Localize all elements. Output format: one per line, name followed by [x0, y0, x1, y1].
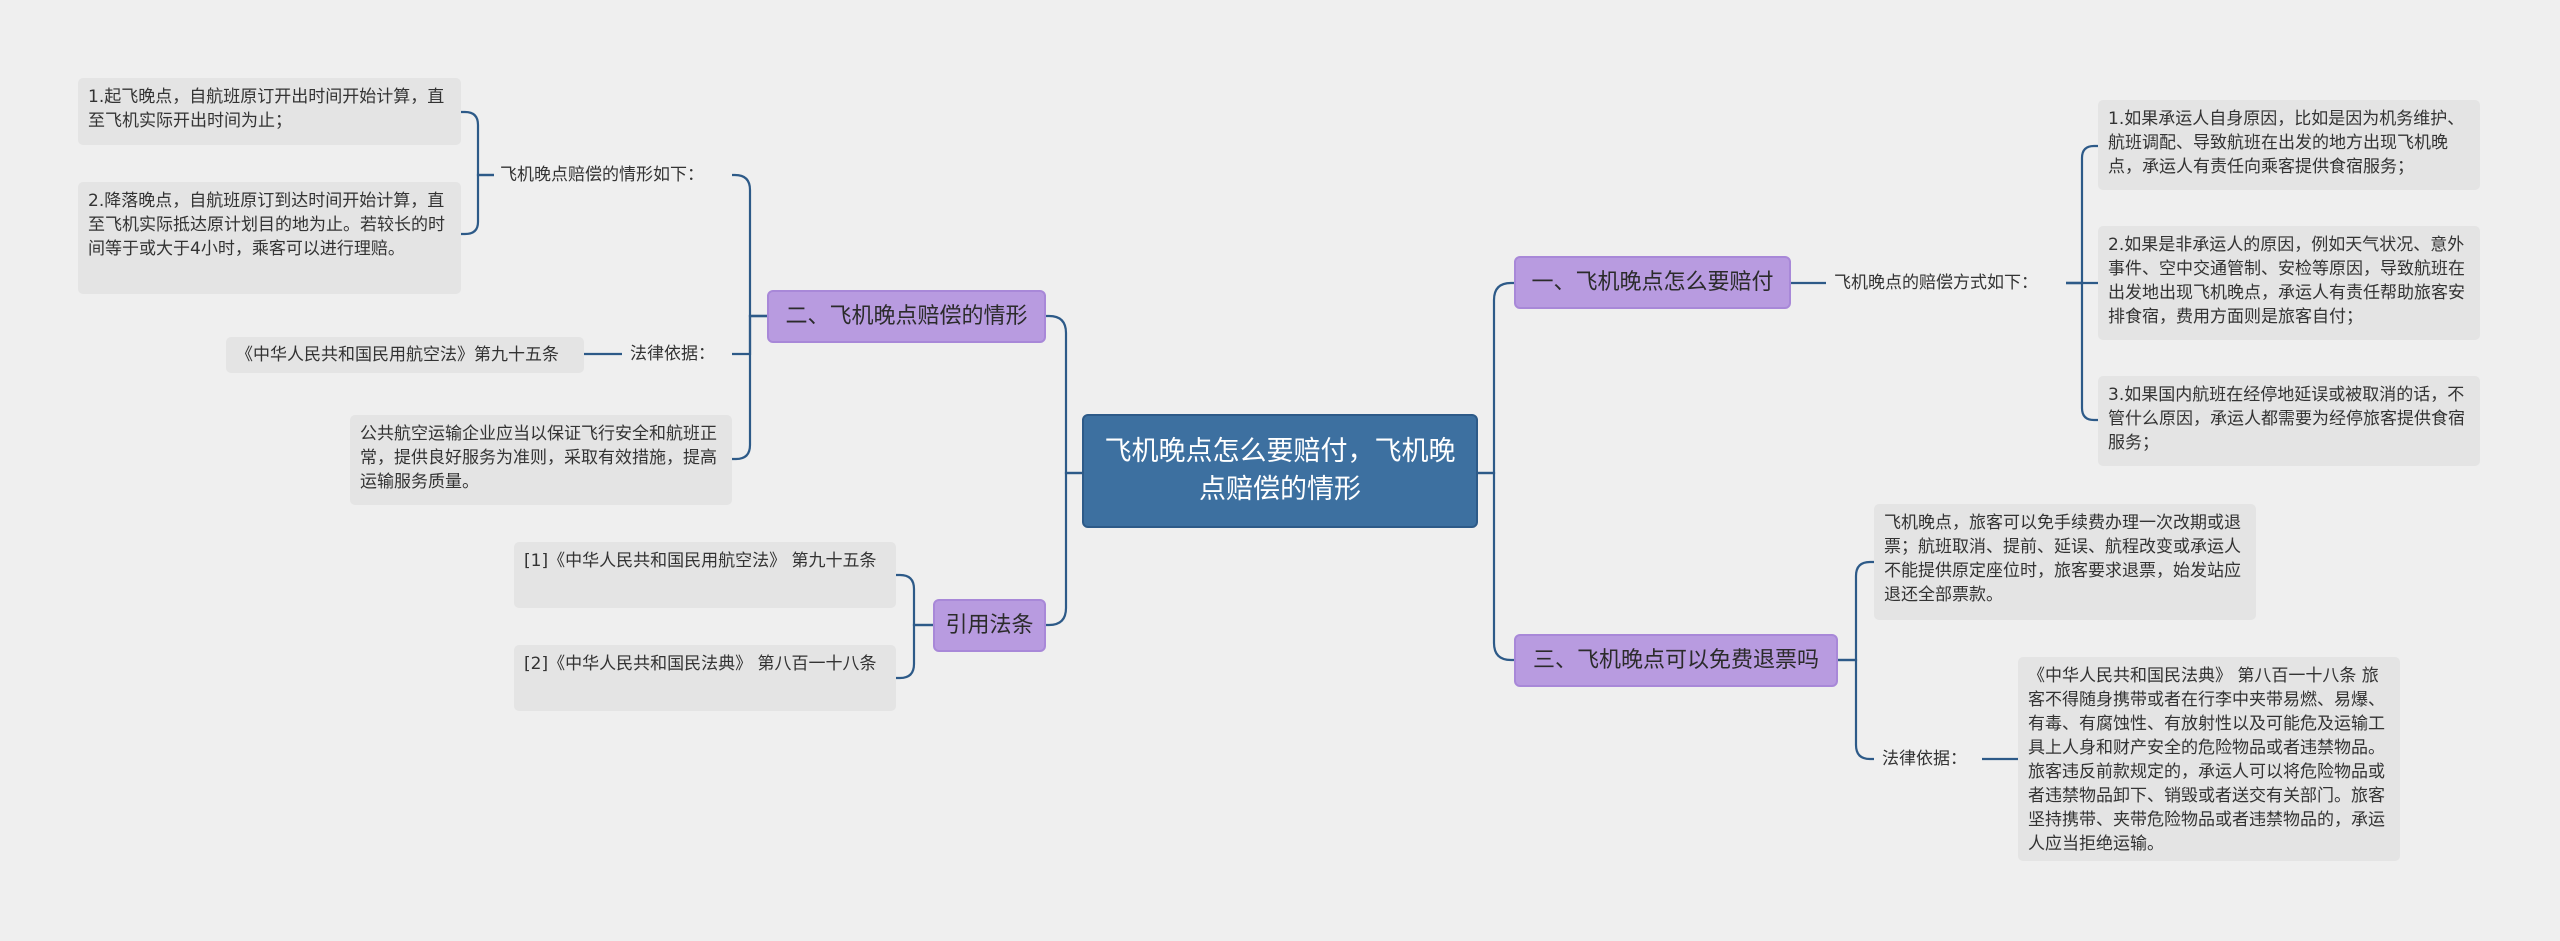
leaf-text: 《中华人民共和国民用航空法》第九十五条	[236, 345, 559, 365]
leaf-text: 2.如果是非承运人的原因，例如天气状况、意外事件、空中交通管制、安检等原因，导致…	[2108, 235, 2465, 327]
leaf-legal-civil-code[interactable]: 《中华人民共和国民法典》 第八百一十八条 旅客不得随身携带或者在行李中夹带易燃、…	[2018, 657, 2400, 861]
leaf-text: 《中华人民共和国民法典》 第八百一十八条 旅客不得随身携带或者在行李中夹带易燃、…	[2028, 666, 2385, 854]
leaf-item-1[interactable]: 1.如果承运人自身原因，比如是因为机务维护、航班调配、导致航班在出发的地方出现飞…	[2098, 100, 2480, 190]
connector	[2066, 144, 2098, 285]
leaf-text: 公共航空运输企业应当以保证飞行安全和航班正常，提供良好服务为准则，采取有效措施，…	[360, 424, 717, 492]
branch-label: 引用法条	[945, 612, 1034, 638]
branch-label: 二、飞机晚点赔偿的情形	[785, 303, 1028, 329]
connector	[732, 314, 767, 461]
leaf-takeoff-delay[interactable]: 1.起飞晚点，自航班原订开出时间开始计算，直至飞机实际开出时间为止；	[78, 78, 461, 145]
legal-basis-label-left[interactable]: 法律依据：	[630, 341, 732, 367]
leaf-text: 飞机晚点，旅客可以免手续费办理一次改期或退票；航班取消、提前、延误、航程改变或承…	[1884, 513, 2241, 605]
connector	[461, 173, 494, 236]
leaf-text: 1.起飞晚点，自航班原订开出时间开始计算，直至飞机实际开出时间为止；	[88, 87, 445, 131]
leaf-legal-ref[interactable]: 《中华人民共和国民用航空法》第九十五条	[226, 337, 584, 373]
label-text: 法律依据：	[630, 344, 715, 364]
connector	[896, 623, 933, 680]
branch-cited-laws[interactable]: 引用法条	[933, 599, 1046, 652]
connector	[1046, 314, 1082, 475]
branch-label: 三、飞机晚点可以免费退票吗	[1532, 647, 1819, 673]
leaf-refund-rule[interactable]: 飞机晚点，旅客可以免手续费办理一次改期或退票；航班取消、提前、延误、航程改变或承…	[1874, 504, 2256, 620]
branch-how-compensate[interactable]: 一、飞机晚点怎么要赔付	[1514, 256, 1791, 309]
subtopic-compensation-methods[interactable]: 飞机晚点的赔偿方式如下：	[1834, 270, 2066, 296]
root-topic[interactable]: 飞机晚点怎么要赔付，飞机晚点赔偿的情形	[1082, 414, 1478, 528]
leaf-item-3[interactable]: 3.如果国内航班在经停地延误或被取消的话，不管什么原因，承运人都需要为经停旅客提…	[2098, 376, 2480, 466]
branch-free-refund[interactable]: 三、飞机晚点可以免费退票吗	[1514, 634, 1838, 687]
connector	[461, 110, 494, 177]
label-text: 法律依据：	[1882, 749, 1967, 769]
subtopic-label: 飞机晚点赔偿的情形如下：	[500, 165, 704, 185]
connector	[1046, 471, 1082, 627]
root-title: 飞机晚点怎么要赔付，飞机晚点赔偿的情形	[1104, 436, 1456, 505]
leaf-text: 3.如果国内航班在经停地延误或被取消的话，不管什么原因，承运人都需要为经停旅客提…	[2108, 385, 2465, 453]
legal-basis-label-right[interactable]: 法律依据：	[1882, 746, 1982, 772]
leaf-ref-2[interactable]: [2]《中华人民共和国民法典》 第八百一十八条	[514, 645, 896, 711]
subtopic-cases[interactable]: 飞机晚点赔偿的情形如下：	[500, 162, 732, 188]
connector	[1838, 658, 1874, 761]
connector	[748, 314, 767, 355]
leaf-text: 1.如果承运人自身原因，比如是因为机务维护、航班调配、导致航班在出发的地方出现飞…	[2108, 109, 2465, 177]
connector	[1478, 281, 1514, 475]
connector	[2066, 281, 2098, 422]
leaf-legal-aviation-text[interactable]: 公共航空运输企业应当以保证飞行安全和航班正常，提供良好服务为准则，采取有效措施，…	[350, 415, 732, 505]
branch-label: 一、飞机晚点怎么要赔付	[1531, 269, 1774, 295]
leaf-landing-delay[interactable]: 2.降落晚点，自航班原订到达时间开始计算，直至飞机实际抵达原计划目的地为止。若较…	[78, 182, 461, 294]
connector	[1838, 560, 1874, 662]
leaf-text: [1]《中华人民共和国民用航空法》 第九十五条	[524, 551, 877, 571]
connector	[1478, 471, 1514, 662]
leaf-text: 2.降落晚点，自航班原订到达时间开始计算，直至飞机实际抵达原计划目的地为止。若较…	[88, 191, 445, 259]
branch-compensation-cases[interactable]: 二、飞机晚点赔偿的情形	[767, 290, 1046, 343]
leaf-ref-1[interactable]: [1]《中华人民共和国民用航空法》 第九十五条	[514, 542, 896, 608]
subtopic-label: 飞机晚点的赔偿方式如下：	[1834, 273, 2038, 293]
leaf-text: [2]《中华人民共和国民法典》 第八百一十八条	[524, 654, 877, 674]
connector	[732, 173, 767, 318]
connector	[896, 573, 933, 627]
leaf-item-2[interactable]: 2.如果是非承运人的原因，例如天气状况、意外事件、空中交通管制、安检等原因，导致…	[2098, 226, 2480, 340]
